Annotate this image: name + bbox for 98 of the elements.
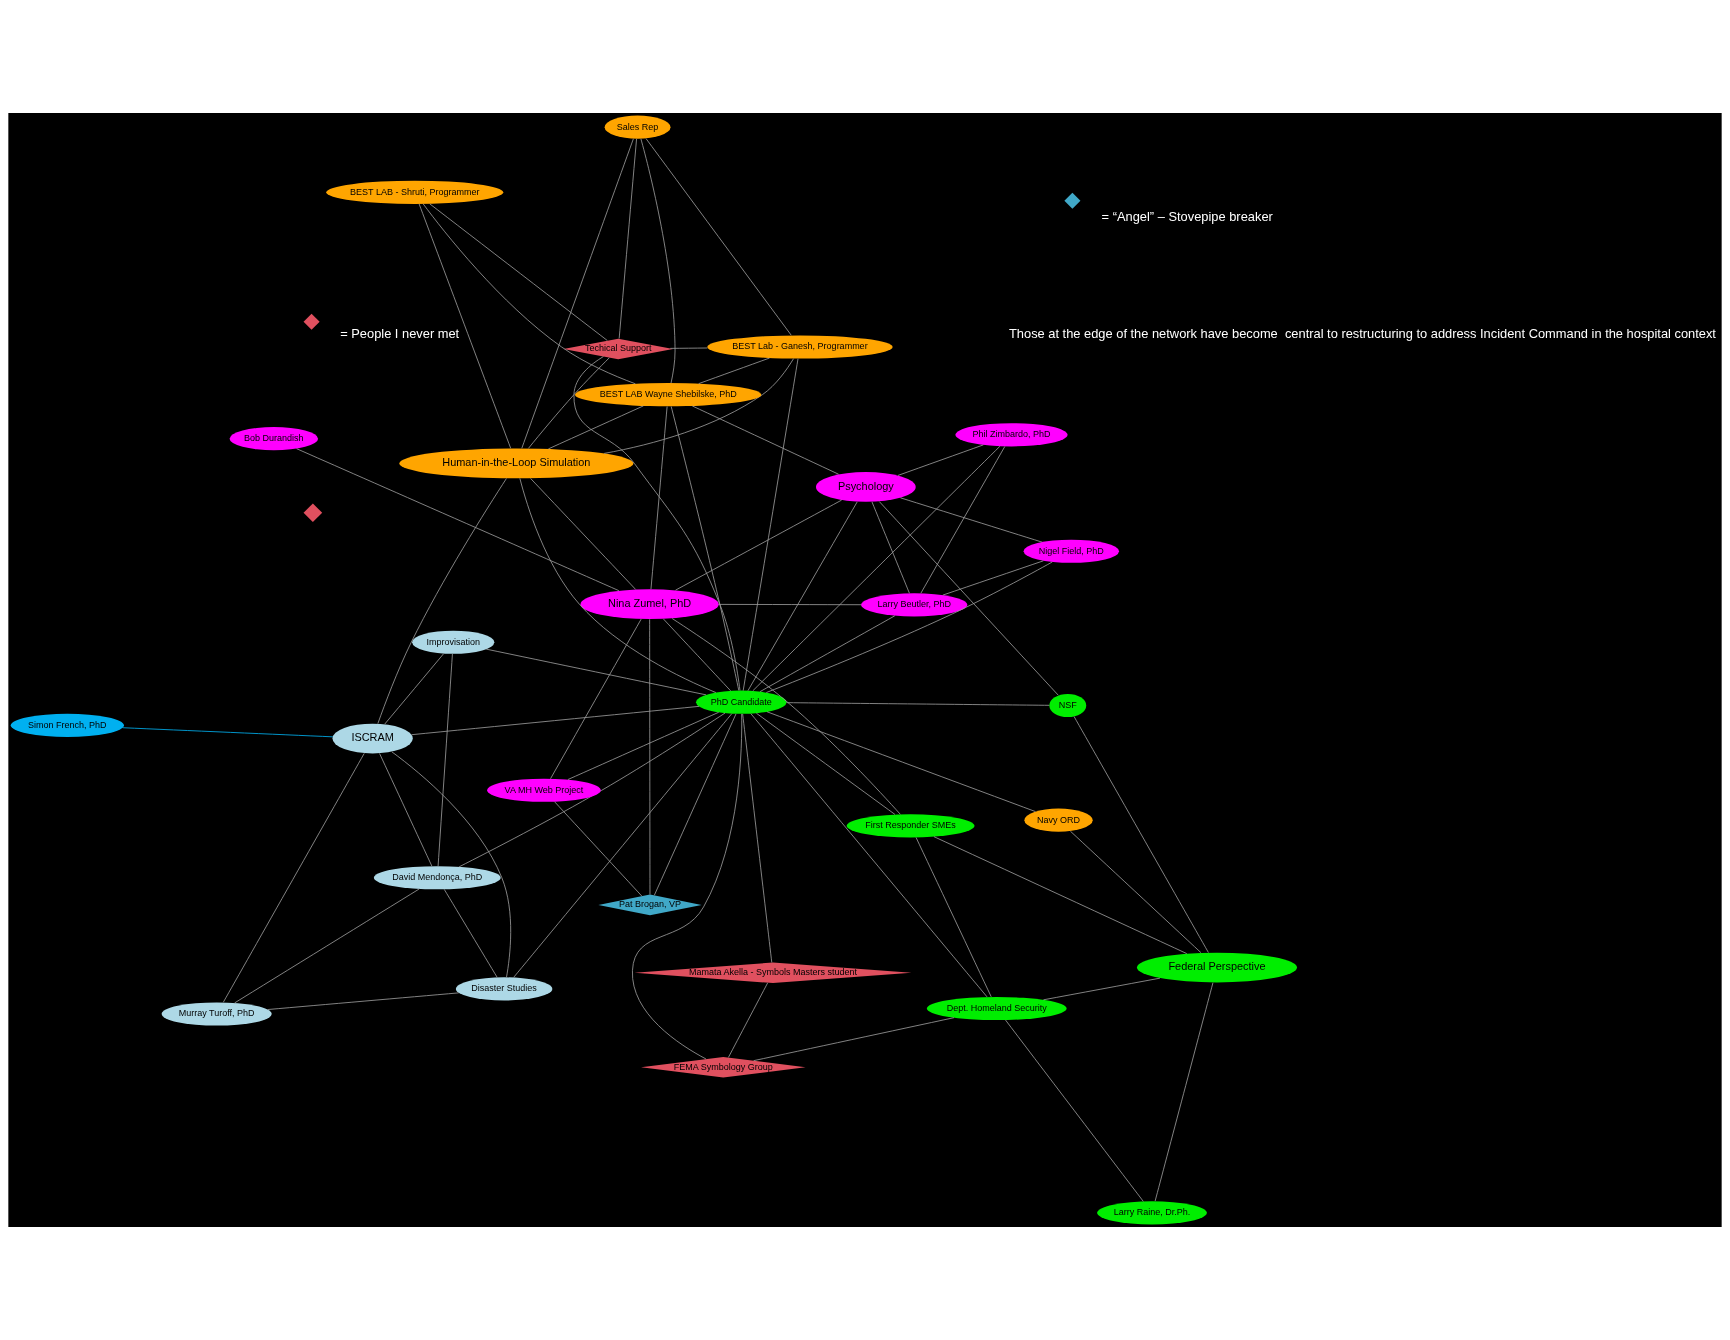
node-ellipse: ISCRAM [332, 723, 413, 754]
connector [742, 713, 773, 963]
connector [871, 501, 910, 594]
connector [603, 358, 794, 454]
connector [742, 358, 799, 691]
connector [379, 753, 433, 867]
node-ellipse: NSF [1049, 693, 1087, 718]
node-diamond: Pat Brogan, VP [598, 894, 702, 916]
connector [675, 499, 842, 591]
node-ellipse: Federal Perspective [1136, 952, 1297, 983]
connector [747, 501, 858, 692]
node-ellipse: BEST Lab - Ganesh, Programmer [707, 335, 893, 359]
connector [234, 888, 420, 1004]
connector [750, 713, 988, 998]
connector [663, 618, 731, 692]
node-ellipse: Sales Rep [604, 115, 671, 139]
connector [897, 444, 984, 476]
connector [765, 561, 1053, 693]
connector [933, 836, 1188, 954]
connector [915, 837, 992, 998]
connector [698, 357, 770, 385]
connector [1070, 830, 1202, 954]
node-ellipse: Larry Raine, Dr.Ph. [1097, 1201, 1207, 1225]
node-ellipse: Phil Zimbardo, PhD [955, 423, 1068, 447]
node-ellipse: Bob Durandish [229, 427, 319, 451]
connector [521, 138, 634, 449]
node-ellipse: Murray Turoff, PhD [161, 1002, 272, 1026]
connector [377, 478, 507, 724]
connector [670, 406, 740, 691]
legend-label: = People I never met [340, 326, 460, 342]
connector [1005, 1019, 1144, 1202]
label: Those at the edge of the network have become central to restructuring to address Incident Command in the hospital context [1008, 326, 1716, 342]
node-ellipse: BEST LAB Wayne Shebilske, PhD [575, 383, 762, 407]
connector [1073, 716, 1209, 953]
node-ellipse: BEST LAB - Shruti, Programmer [326, 180, 504, 204]
node-ellipse: Nina Zumel, PhD [580, 589, 719, 620]
connector [920, 446, 1006, 594]
connector [410, 705, 700, 736]
connector [437, 653, 453, 867]
connector [753, 1017, 955, 1062]
connector [443, 888, 498, 978]
connector [422, 203, 636, 385]
node-ellipse: Psychology [815, 472, 916, 502]
connector [759, 615, 896, 692]
node-ellipse: Navy ORD [1024, 808, 1093, 832]
node-ellipse: Nigel Field, PhD [1023, 539, 1120, 563]
connector [296, 448, 620, 592]
node-ellipse: Human-in-the-Loop Simulation [399, 448, 634, 479]
connector [718, 603, 862, 606]
connector [418, 203, 512, 449]
node-ellipse: VA MH Web Project [487, 778, 601, 802]
connector [786, 702, 1050, 706]
connector [878, 501, 1059, 696]
connector [691, 405, 840, 475]
node-ellipse: Simon French, PhD [10, 713, 124, 737]
connector [458, 712, 726, 868]
connector [384, 653, 445, 725]
node-ellipse: Dept. Homeland Security [926, 996, 1067, 1021]
connector [632, 713, 743, 1060]
connector [752, 445, 1001, 692]
connector [650, 406, 668, 590]
node-ellipse: First Responder SMEs [846, 814, 975, 838]
connector [567, 711, 720, 780]
connector [942, 560, 1044, 596]
connector [669, 347, 708, 349]
connector [550, 618, 642, 780]
node-ellipse: David Mendonça, PhD [373, 866, 501, 890]
node-diamond: FEMA Symbology Group [641, 1056, 806, 1078]
connector [671, 618, 901, 815]
node-ellipse: Improvisation [412, 630, 495, 654]
node-ellipse: Larry Beutler, PhD [861, 593, 968, 617]
connector [547, 405, 644, 450]
connector [222, 752, 365, 1003]
connector [122, 727, 334, 738]
connector [1154, 982, 1214, 1202]
node-ellipse: PhD Candidate [696, 690, 787, 714]
connector [728, 982, 769, 1058]
connector [645, 138, 792, 336]
connector [653, 713, 737, 896]
connector [1043, 977, 1161, 1001]
node-diamond [303, 503, 323, 523]
connector [640, 138, 676, 384]
connector [766, 711, 1036, 812]
connector [573, 356, 741, 691]
connector [267, 992, 460, 1010]
connector [485, 648, 707, 696]
connector [900, 497, 1043, 543]
connector [513, 713, 733, 978]
connector [649, 618, 651, 895]
connector [554, 801, 643, 897]
connector [391, 751, 512, 978]
connector [755, 712, 896, 815]
connector [530, 478, 637, 590]
node-ellipse: Disaster Studies [455, 977, 553, 1001]
connector [618, 138, 637, 339]
connector [429, 203, 608, 341]
legend-label: = “Angel” – Stovepipe breaker [1101, 209, 1273, 225]
connector [528, 357, 610, 449]
